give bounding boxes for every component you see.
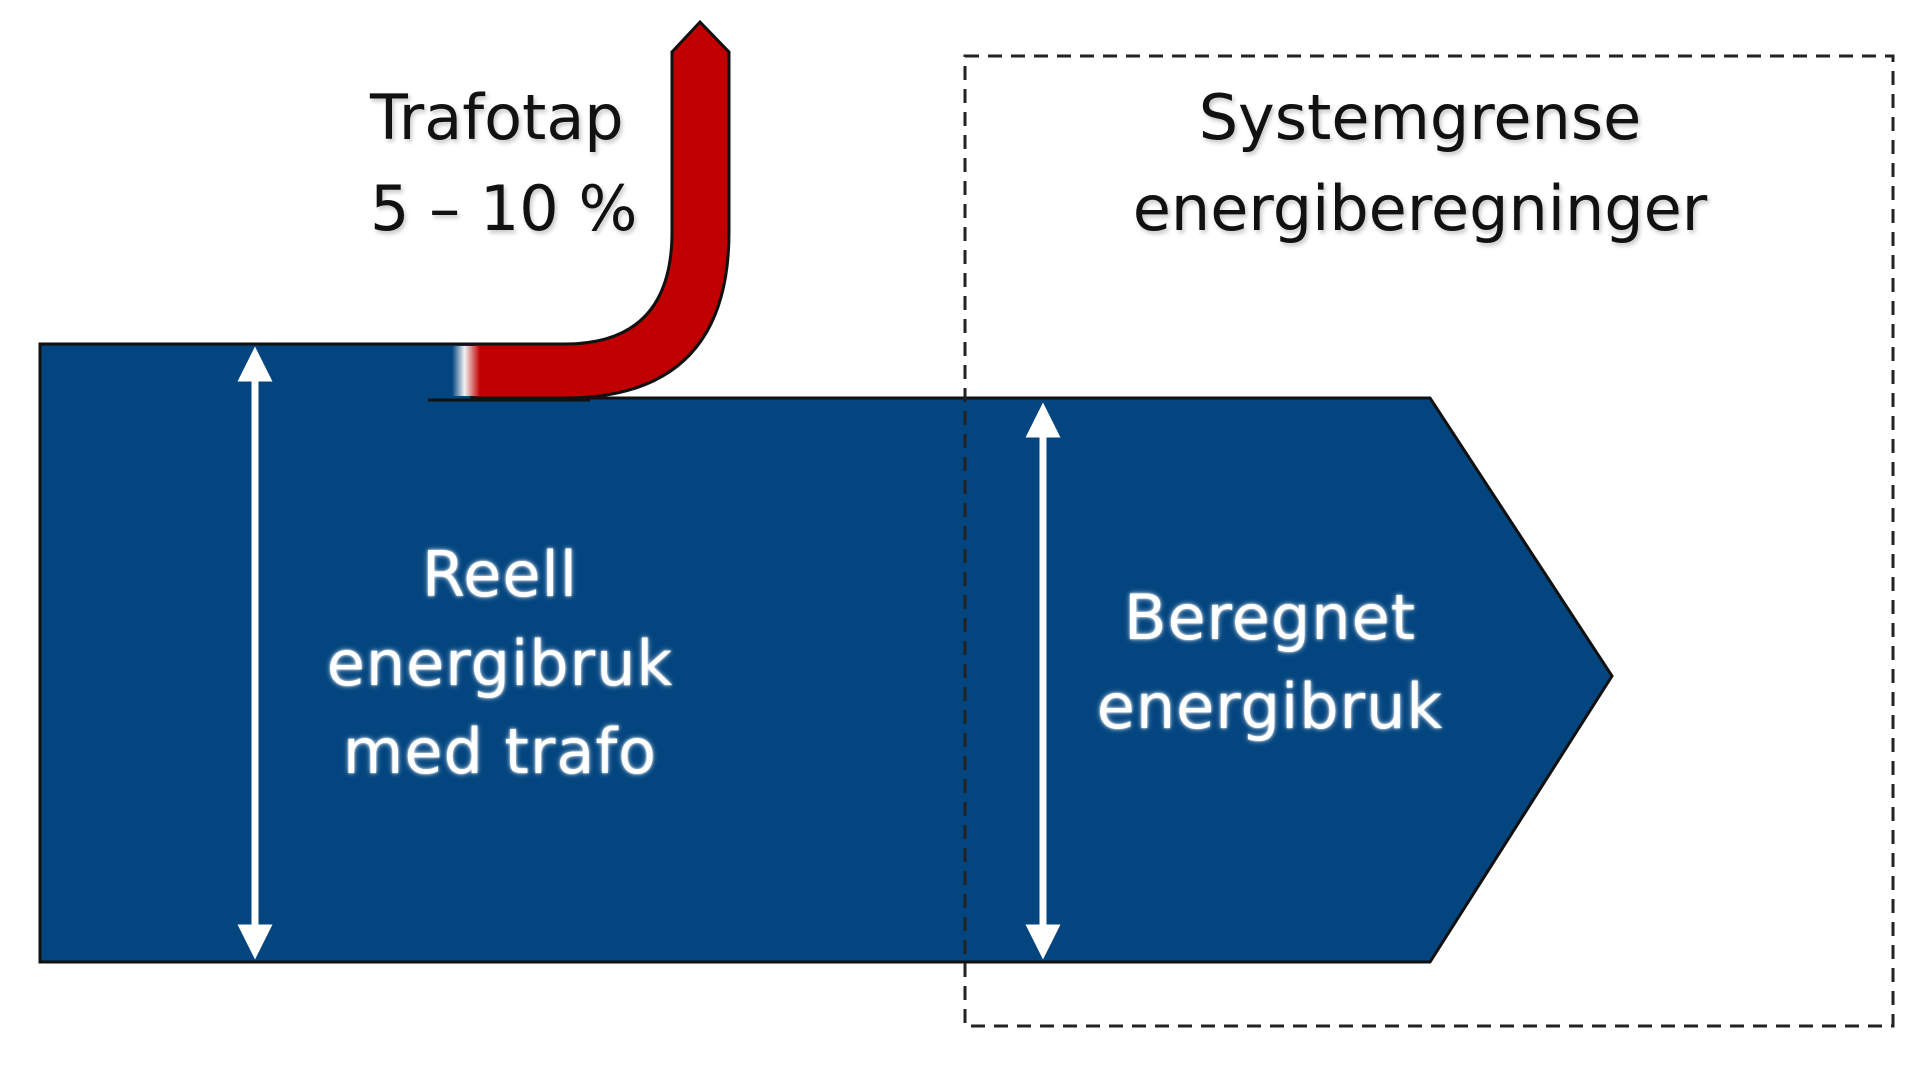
calculated-energy-line-2: energibruk	[1096, 669, 1444, 743]
loss-transition-gradient	[452, 346, 480, 396]
system-boundary-subtitle: energiberegninger	[1132, 171, 1708, 245]
system-boundary-box	[963, 54, 1895, 1028]
system-boundary-label: Systemgrense energiberegninger	[1100, 78, 1740, 249]
real-energy-line-3: med trafo	[342, 715, 658, 789]
trafotap-percentage: 5 – 10 %	[370, 171, 638, 245]
real-energy-usage-label: Reell energibruk med trafo	[280, 535, 720, 793]
real-energy-line-1: Reell	[421, 538, 579, 611]
trafotap-title: Trafotap	[370, 81, 624, 154]
real-energy-line-2: energibruk	[326, 626, 674, 700]
trafotap-label: Trafotap 5 – 10 %	[370, 78, 637, 249]
transformer-loss-band	[470, 19, 731, 400]
system-boundary-title: Systemgrense	[1198, 81, 1642, 154]
calculated-energy-usage-label: Beregnet energibruk	[1060, 578, 1480, 747]
calculated-energy-line-1: Beregnet	[1123, 581, 1417, 654]
